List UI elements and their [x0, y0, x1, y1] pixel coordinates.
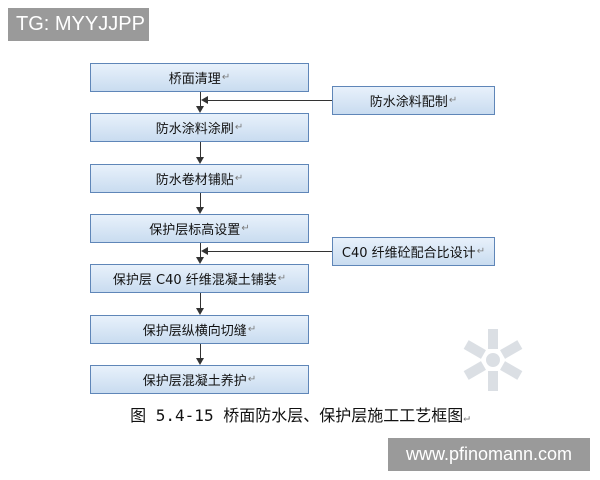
step-concrete-curing: 保护层混凝土养护↵: [90, 365, 309, 394]
input-mix-design: C40 纤维砼配合比设计↵: [332, 237, 495, 266]
figure-caption: 图 5.4-15 桥面防水层、保护层施工工艺框图↵: [0, 402, 600, 426]
step-label: 保护层 C40 纤维混凝土铺装: [112, 273, 277, 288]
step-membrane-laying: 防水卷材铺贴↵: [90, 164, 309, 193]
feed-line: [208, 251, 332, 252]
arrow-down-icon: [196, 157, 204, 164]
arrow-down-icon: [196, 257, 204, 264]
step-label: 桥面清理: [168, 72, 221, 87]
input-label: C40 纤维砼配合比设计: [341, 246, 476, 261]
return-mark: ↵: [234, 122, 244, 133]
connector-line: [200, 142, 201, 157]
caption-text: 图 5.4-15 桥面防水层、保护层施工工艺框图: [130, 406, 464, 425]
connector-line: [200, 92, 201, 106]
step-coating-application: 防水涂料涂刷↵: [90, 113, 309, 142]
return-mark: ↵: [221, 72, 231, 83]
step-concrete-paving: 保护层 C40 纤维混凝土铺装↵: [90, 264, 309, 293]
arrow-left-icon: [201, 96, 208, 104]
feed-line: [208, 100, 332, 101]
step-elevation-setting: 保护层标高设置↵: [90, 214, 309, 243]
step-deck-cleaning: 桥面清理↵: [90, 63, 309, 92]
watermark-logo-icon: [463, 329, 523, 391]
step-joint-cutting: 保护层纵横向切缝↵: [90, 315, 309, 344]
input-coating-preparation: 防水涂料配制↵: [332, 86, 495, 115]
step-label: 防水卷材铺贴: [155, 173, 234, 188]
return-mark: ↵: [476, 246, 486, 257]
connector-line: [200, 344, 201, 358]
return-mark: ↵: [234, 173, 244, 184]
arrow-down-icon: [196, 207, 204, 214]
arrow-left-icon: [201, 247, 208, 255]
connector-line: [200, 193, 201, 207]
connector-line: [200, 243, 201, 257]
step-label: 保护层纵横向切缝: [142, 324, 247, 339]
return-mark: ↵: [241, 223, 250, 234]
connector-line: [200, 293, 201, 308]
return-mark: ↵: [247, 324, 257, 335]
channel-tag: TG: MYYJJPP: [8, 8, 149, 41]
website-tag: www.pfinomann.com: [388, 438, 590, 471]
arrow-down-icon: [196, 308, 204, 315]
arrow-down-icon: [196, 358, 204, 365]
step-label: 防水涂料涂刷: [155, 122, 234, 137]
return-mark: ↵: [247, 374, 257, 385]
step-label: 保护层混凝土养护: [142, 374, 247, 389]
arrow-down-icon: [196, 106, 204, 113]
step-label: 保护层标高设置: [149, 223, 241, 238]
input-label: 防水涂料配制: [369, 95, 448, 110]
return-mark: ↵: [463, 411, 470, 424]
return-mark: ↵: [277, 273, 287, 284]
return-mark: ↵: [448, 95, 458, 106]
